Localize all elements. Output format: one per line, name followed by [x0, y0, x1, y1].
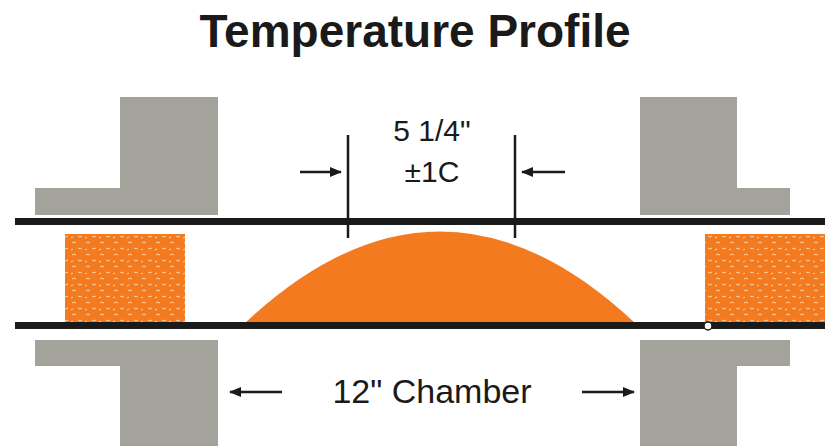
temperature-profile-dome [245, 232, 635, 324]
thermocouple-dot [704, 322, 712, 330]
tube-wall [15, 322, 825, 329]
furnace-flange [35, 97, 790, 446]
diagram-title: Temperature Profile [199, 6, 630, 57]
tolerance-label: ±1C [405, 155, 460, 188]
dimension-label: 5 1/4" [393, 114, 470, 147]
insulation-plug [705, 234, 825, 322]
dimension-lines [230, 135, 634, 392]
chamber-label: 12" Chamber [332, 373, 531, 410]
tube-wall [15, 218, 825, 225]
insulation-plug [65, 234, 185, 322]
